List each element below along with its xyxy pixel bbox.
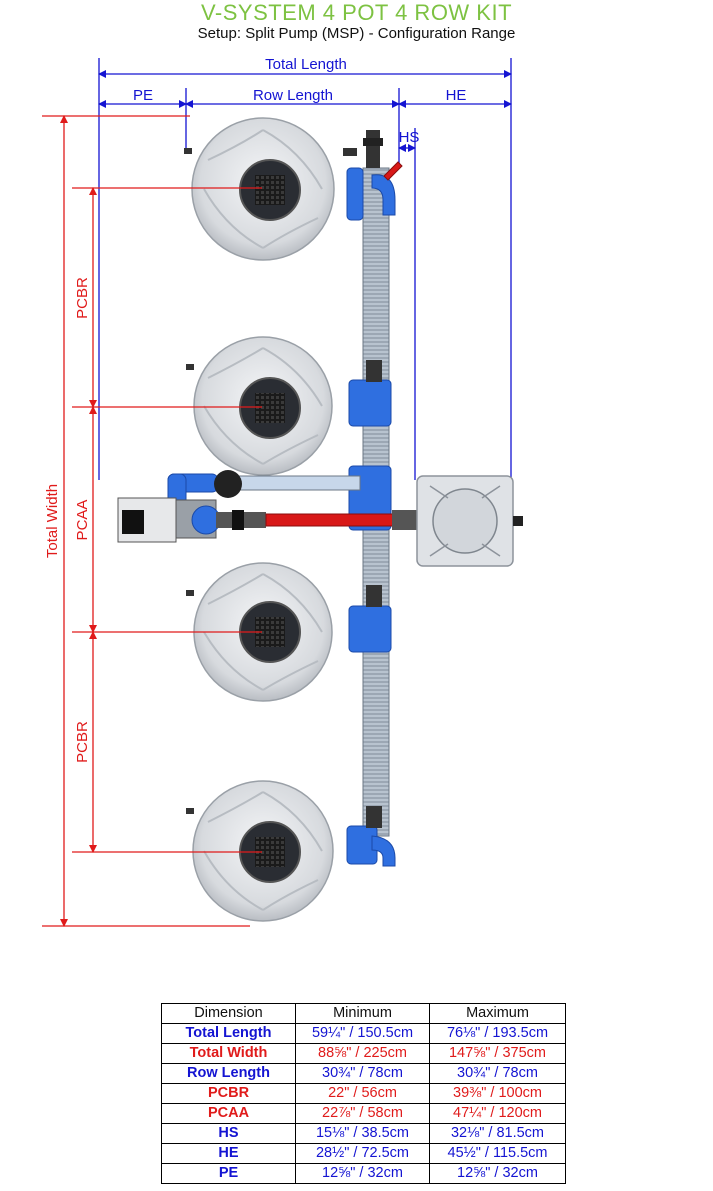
- dimension-labels: Total Length PE Row Length HE HS Total W…: [44, 55, 466, 763]
- table-cell-dimension: HS: [161, 1123, 296, 1144]
- label-pcbr-bottom: PCBR: [74, 721, 91, 763]
- table-row: HS 15⅛" / 38.5cm 32⅛" / 81.5cm: [161, 1123, 566, 1144]
- table-header-minimum: Minimum: [295, 1003, 430, 1024]
- table-cell-min: 15⅛" / 38.5cm: [295, 1123, 430, 1144]
- table-cell-min: 28½" / 72.5cm: [295, 1143, 430, 1164]
- table-cell-dimension: Row Length: [161, 1063, 296, 1084]
- label-row-length: Row Length: [253, 87, 333, 104]
- label-pcbr-top: PCBR: [74, 277, 91, 319]
- label-pe: PE: [133, 87, 153, 104]
- label-total-length: Total Length: [265, 56, 347, 73]
- table-row: PE 12⅝" / 32cm 12⅝" / 32cm: [161, 1163, 566, 1184]
- table-cell-min: 12⅝" / 32cm: [295, 1163, 430, 1184]
- table-cell-max: 76⅛" / 193.5cm: [429, 1023, 566, 1044]
- table-cell-min: 22" / 56cm: [295, 1083, 430, 1104]
- diagram-subtitle: Setup: Split Pump (MSP) - Configuration …: [197, 25, 516, 42]
- pot-3: [186, 562, 333, 702]
- table-cell-dimension: Total Length: [161, 1023, 296, 1044]
- table-cell-max: 45½" / 115.5cm: [429, 1143, 566, 1164]
- table-cell-max: 47¼" / 120cm: [429, 1103, 566, 1124]
- dimension-table: Dimension Minimum Maximum Total Length 5…: [161, 1003, 566, 1184]
- table-cell-min: 59¼" / 150.5cm: [295, 1023, 430, 1044]
- table-row: PCBR 22" / 56cm 39⅜" / 100cm: [161, 1083, 566, 1104]
- label-he: HE: [446, 87, 467, 104]
- table-cell-max: 147⅝" / 375cm: [429, 1043, 566, 1064]
- table-cell-dimension: HE: [161, 1143, 296, 1164]
- table-cell-dimension: PE: [161, 1163, 296, 1184]
- manifold-pipe: [346, 130, 403, 867]
- label-total-width: Total Width: [44, 484, 61, 558]
- dimension-lines-horizontal: [98, 58, 512, 480]
- system-diagram: Total Length PE Row Length HE HS Total W…: [42, 55, 523, 927]
- table-cell-max: 32⅛" / 81.5cm: [429, 1123, 566, 1144]
- dimension-lines-vertical: [42, 115, 262, 927]
- table-row: HE 28½" / 72.5cm 45½" / 115.5cm: [161, 1143, 566, 1164]
- pot-2: [186, 336, 333, 476]
- table-header-row: Dimension Minimum Maximum: [161, 1003, 566, 1024]
- pot-4: [186, 780, 334, 922]
- diagram-title: V-SYSTEM 4 POT 4 ROW KIT: [200, 0, 513, 25]
- table-cell-min: 22⅞" / 58cm: [295, 1103, 430, 1124]
- pump-assembly: [117, 470, 422, 543]
- table-row: Total Width 88⅝" / 225cm 147⅝" / 375cm: [161, 1043, 566, 1064]
- label-hs: HS: [399, 129, 420, 146]
- table-cell-dimension: PCAA: [161, 1103, 296, 1124]
- table-row: PCAA 22⅞" / 58cm 47¼" / 120cm: [161, 1103, 566, 1124]
- table-cell-min: 30¾" / 78cm: [295, 1063, 430, 1084]
- table-row: Total Length 59¼" / 150.5cm 76⅛" / 193.5…: [161, 1023, 566, 1044]
- pot-1: [184, 117, 357, 261]
- table-cell-max: 12⅝" / 32cm: [429, 1163, 566, 1184]
- label-pcaa: PCAA: [74, 500, 91, 541]
- table-row: Row Length 30¾" / 78cm 30¾" / 78cm: [161, 1063, 566, 1084]
- table-header-maximum: Maximum: [429, 1003, 566, 1024]
- table-header-dimension: Dimension: [161, 1003, 296, 1024]
- reservoir: [416, 475, 523, 567]
- table-cell-dimension: PCBR: [161, 1083, 296, 1104]
- table-cell-dimension: Total Width: [161, 1043, 296, 1064]
- table-cell-min: 88⅝" / 225cm: [295, 1043, 430, 1064]
- table-cell-max: 30¾" / 78cm: [429, 1063, 566, 1084]
- table-cell-max: 39⅜" / 100cm: [429, 1083, 566, 1104]
